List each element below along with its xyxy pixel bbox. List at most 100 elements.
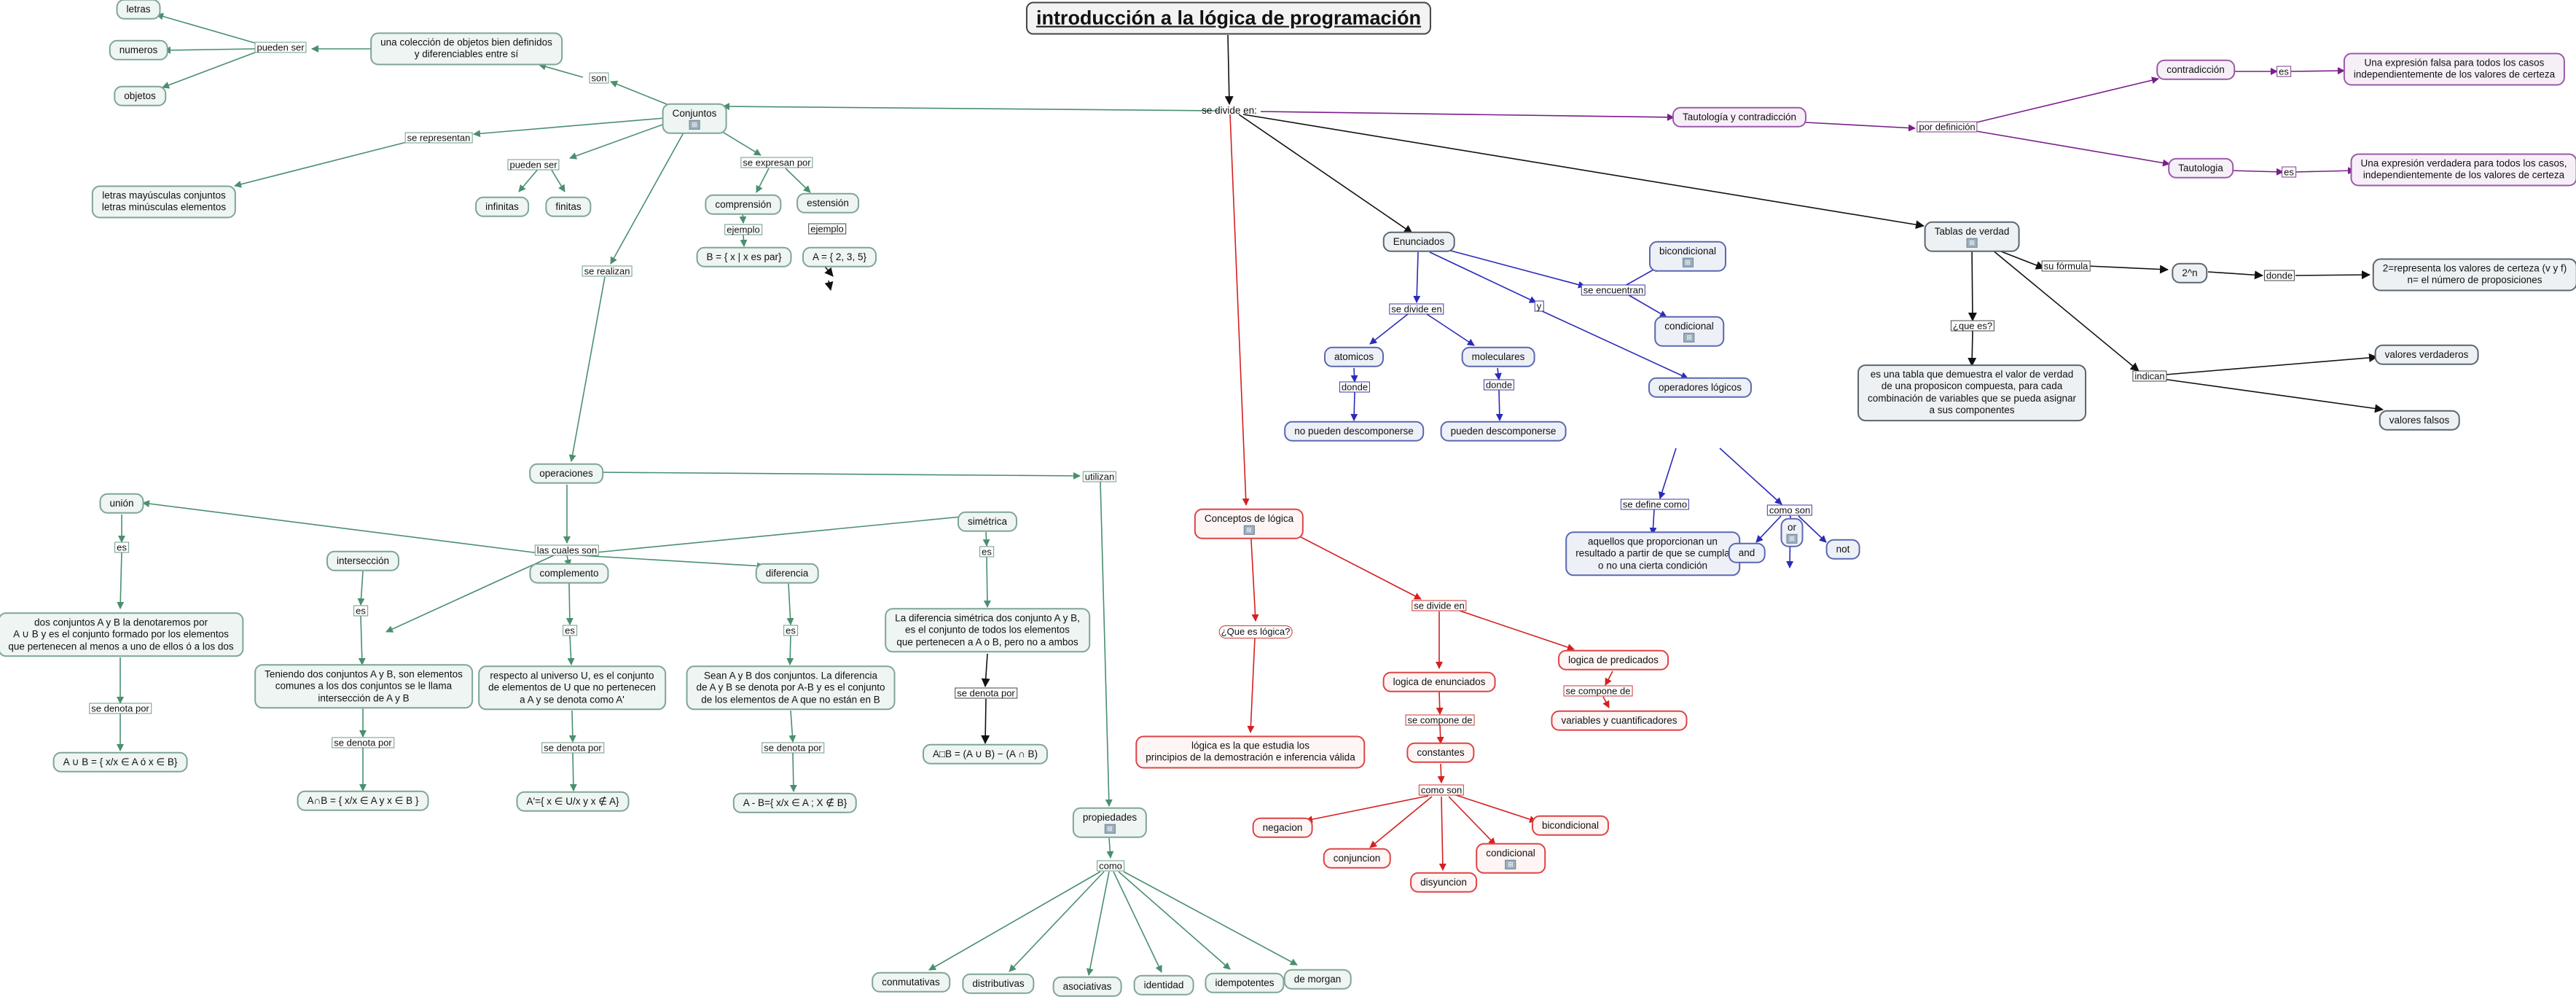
node-si-desc[interactable]: pueden descomponerse xyxy=(1440,421,1567,442)
edge xyxy=(539,63,584,78)
node-def-interseccion[interactable]: Teniendo dos conjuntos A y B, son elemen… xyxy=(254,664,473,709)
node-conmutativas[interactable]: conmutativas xyxy=(872,971,950,993)
node-asociativas[interactable]: asociativas xyxy=(1052,976,1122,997)
edge xyxy=(982,531,990,547)
node-dos-n[interactable]: 2^n xyxy=(2172,262,2208,284)
link-label: es xyxy=(2276,66,2291,77)
node-log-predicados[interactable]: logica de predicados xyxy=(1558,649,1669,671)
edge xyxy=(2156,378,2384,413)
node-contra-def[interactable]: Una expresión falsa para todos los casos… xyxy=(2343,52,2566,86)
link-label: donde xyxy=(1483,379,1515,391)
node-log-enunciados[interactable]: logica de enunciados xyxy=(1382,671,1496,693)
link-label: se define como xyxy=(1620,498,1690,510)
edge xyxy=(610,127,687,265)
expand-icon[interactable]: ⊞ xyxy=(1104,824,1116,834)
node-extension[interactable]: estensión xyxy=(796,192,859,214)
node-var-cuant[interactable]: variables y cuantificadores xyxy=(1551,710,1688,732)
root-node: se divide en: xyxy=(1202,104,1257,116)
node-dos-def[interactable]: 2=representa los valores de certeza (v y… xyxy=(2372,258,2576,292)
node-comprension[interactable]: comprensión xyxy=(705,194,782,216)
expand-icon[interactable]: ⊞ xyxy=(1505,860,1516,870)
node-condicional-r[interactable]: condicional⊞ xyxy=(1476,842,1546,875)
expand-icon[interactable]: ⊞ xyxy=(1682,258,1694,268)
node-not-interseccion[interactable]: A∩B = { x/x ∈ A y x ∈ B } xyxy=(297,790,429,812)
expand-icon[interactable]: ⊞ xyxy=(1683,333,1695,343)
node-complemento[interactable]: complemento xyxy=(529,563,609,584)
node-interseccion[interactable]: intersección xyxy=(326,550,400,572)
link-label: como son xyxy=(1418,784,1465,796)
node-verdaderos[interactable]: valores verdaderos xyxy=(2374,344,2479,366)
node-disyuncion[interactable]: disyuncion xyxy=(1410,872,1477,894)
edge xyxy=(598,472,1081,480)
node-taut-contra[interactable]: Tautología y contradicción xyxy=(1672,106,1807,128)
node-not-complemento[interactable]: A'={ x ∈ U/x y x ∉ A} xyxy=(516,791,630,813)
map-title: introducción a la lógica de programación xyxy=(1025,1,1432,35)
node-def-simetrica[interactable]: La diferencia simétrica dos conjunto A y… xyxy=(885,608,1090,653)
node-contradiccion[interactable]: contradicción xyxy=(2156,59,2235,81)
node-def-union[interactable]: dos conjuntos A y B la denotaremos por A… xyxy=(0,612,244,657)
node-objetos[interactable]: objetos xyxy=(114,85,166,107)
node-distributivas[interactable]: distributivas xyxy=(962,973,1035,995)
node-op-def[interactable]: aquellos que proporcionan un resultado a… xyxy=(1565,531,1740,576)
node-moleculares[interactable]: moleculares xyxy=(1461,346,1535,368)
expand-icon[interactable]: ⊞ xyxy=(1243,525,1255,536)
node-operaciones[interactable]: operaciones xyxy=(529,463,603,485)
node-negacion[interactable]: negacion xyxy=(1252,817,1313,839)
node-taut-def[interactable]: Una expresión verdadera para todos los c… xyxy=(2350,153,2576,187)
node-def-complemento[interactable]: respecto al universo U, es el conjunto d… xyxy=(478,665,666,711)
node-atomicos[interactable]: atomicos xyxy=(1323,346,1385,368)
edge xyxy=(610,80,671,106)
edge xyxy=(567,635,575,665)
node-and[interactable]: and xyxy=(1728,542,1766,564)
node-condicional-b[interactable]: condicional⊞ xyxy=(1654,316,1724,348)
node-no-desc[interactable]: no pueden descomponerse xyxy=(1284,421,1424,442)
edge xyxy=(1260,111,1675,121)
node-finitas[interactable]: finitas xyxy=(545,196,592,218)
node-conjuntos[interactable]: Conjuntos⊞ xyxy=(662,103,727,135)
node-mayusculas[interactable]: letras mayúsculas conjuntos letras minús… xyxy=(91,185,237,219)
expand-icon[interactable]: ⊞ xyxy=(689,120,700,130)
node-operadores[interactable]: operadores lógicos xyxy=(1648,377,1753,399)
node-or[interactable]: or⊞ xyxy=(1780,517,1804,548)
node-def-diferencia[interactable]: Sean A y B dos conjuntos. La diferencia … xyxy=(686,665,896,711)
node-infinitas[interactable]: infinitas xyxy=(475,196,529,218)
edge xyxy=(1605,670,1613,686)
node-identidad[interactable]: identidad xyxy=(1133,974,1194,996)
node-not-simetrica[interactable]: A□B = (A ∪ B) − (A ∩ B) xyxy=(922,743,1049,765)
node-tautologia[interactable]: Tautologia xyxy=(2168,157,2234,179)
node-propiedades[interactable]: propiedades⊞ xyxy=(1072,807,1148,839)
edge xyxy=(1369,796,1433,848)
node-constantes[interactable]: constantes xyxy=(1406,742,1475,764)
node-bicondicional-b[interactable]: bicondicional⊞ xyxy=(1648,241,1727,273)
node-demorgan[interactable]: de morgan xyxy=(1283,969,1352,990)
node-tabla-def[interactable]: es una tabla que demuestra el valor de v… xyxy=(1857,364,2086,421)
node-ej-comprension[interactable]: B = { x | x es par} xyxy=(696,246,792,268)
node-not[interactable]: not xyxy=(1825,539,1860,560)
link-label: se denota por xyxy=(762,742,824,754)
node-not-union[interactable]: A ∪ B = { x/x ∈ A ó x ∈ B} xyxy=(52,751,188,773)
node-diferencia[interactable]: diferencia xyxy=(755,563,819,584)
node-idempotentes[interactable]: idempotentes xyxy=(1205,972,1285,994)
node-enunciados[interactable]: Enunciados xyxy=(1382,231,1455,253)
edge xyxy=(1280,526,1422,600)
node-conceptos[interactable]: Conceptos de lógica⊞ xyxy=(1194,508,1304,540)
node-ej-extension[interactable]: A = { 2, 3, 5} xyxy=(802,246,877,268)
node-letras[interactable]: letras xyxy=(116,0,161,20)
node-bicondicional-r[interactable]: bicondicional xyxy=(1531,815,1610,837)
expand-icon[interactable]: ⊞ xyxy=(1966,238,1978,249)
node-coleccion[interactable]: una colección de objetos bien definidos … xyxy=(370,32,563,66)
link-label: se compone de xyxy=(1563,685,1633,697)
node-tablas[interactable]: Tablas de verdad⊞ xyxy=(1924,221,2020,253)
node-union[interactable]: unión xyxy=(99,493,144,515)
node-logica-def[interactable]: lógica es la que estudia los principios … xyxy=(1135,735,1366,769)
node-simetrica[interactable]: simétrica xyxy=(957,511,1018,533)
edge xyxy=(473,117,665,138)
link-label: las cuales son xyxy=(534,544,600,556)
expand-icon[interactable]: ⊞ xyxy=(1786,534,1798,544)
node-falsos[interactable]: valores falsos xyxy=(2379,410,2460,431)
node-not-diferencia[interactable]: A - B={ x/x ∈ A ; X ∉ B} xyxy=(732,792,858,814)
node-numeros[interactable]: numeros xyxy=(109,39,168,61)
node-conjuncion[interactable]: conjuncion xyxy=(1323,848,1391,869)
link-label: se denota por xyxy=(541,742,604,754)
edge xyxy=(1755,515,1782,543)
